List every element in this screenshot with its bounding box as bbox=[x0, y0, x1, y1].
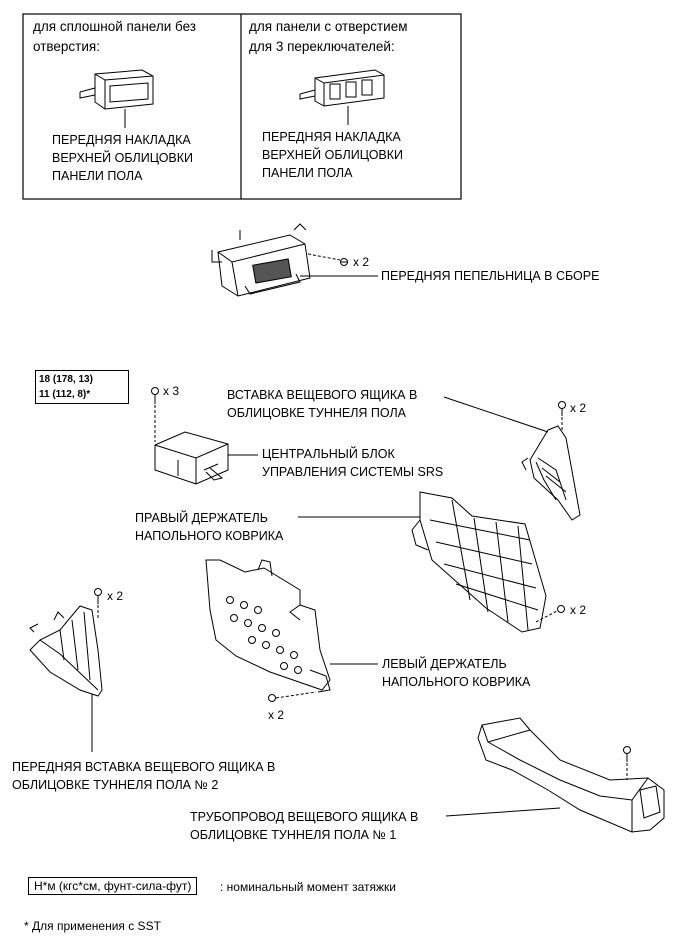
console-insert-screw-icon bbox=[558, 401, 566, 416]
legend-footnote: * Для применения с SST bbox=[24, 919, 161, 933]
srs-unit-label: ЦЕНТРАЛЬНЫЙ БЛОК УПРАВЛЕНИЯ СИСТЕМЫ SRS bbox=[262, 447, 444, 479]
ashtray-dashed-line bbox=[307, 253, 341, 261]
torque-spec-box: 18 (178, 13) 11 (112, 8)* bbox=[35, 370, 129, 404]
front-insert-part bbox=[29, 605, 103, 697]
srs-bolt-icon bbox=[151, 387, 159, 404]
left-holder-part bbox=[205, 559, 331, 693]
option-holes-part-label: ПЕРЕДНЯЯ НАКЛАДКА ВЕРХНЕЙ ОБЛИЦОВКИ ПАНЕ… bbox=[262, 130, 404, 180]
left-holder-label: ЛЕВЫЙ ДЕРЖАТЕЛЬ НАПОЛЬНОГО КОВРИКА bbox=[382, 657, 531, 689]
left-holder-clip-count: x 2 bbox=[268, 708, 285, 722]
front-insert-label: ПЕРЕДНЯЯ ВСТАВКА ВЕЩЕВОГО ЯЩИКА В ОБЛИЦО… bbox=[12, 760, 276, 792]
option-solid-part-label: ПЕРЕДНЯЯ НАКЛАДКА ВЕРХНЕЙ ОБЛИЦОВКИ ПАНЕ… bbox=[52, 133, 194, 183]
duct-part bbox=[477, 717, 665, 833]
left-holder-dashed-line bbox=[275, 691, 317, 699]
right-holder-clip-count: x 2 bbox=[570, 603, 587, 617]
console-insert-screw-count: x 2 bbox=[570, 401, 587, 415]
solid-panel-part bbox=[79, 69, 154, 110]
srs-unit-part bbox=[154, 431, 229, 485]
front-insert-screw-count: x 2 bbox=[107, 589, 124, 603]
ashtray-screw-count: x 2 bbox=[353, 255, 370, 269]
right-holder-clip-icon bbox=[557, 605, 565, 613]
console-insert-leader bbox=[443, 396, 549, 433]
duct-leader bbox=[445, 807, 561, 817]
duct-label: ТРУБОПРОВОД ВЕЩЕВОГО ЯЩИКА В ОБЛИЦОВКЕ Т… bbox=[190, 810, 419, 842]
duct-screw-icon bbox=[623, 746, 631, 762]
option-box-frame bbox=[22, 13, 462, 200]
front-insert-screw-icon bbox=[94, 588, 102, 604]
legend-unit-description: : номинальный момент затяжки bbox=[220, 880, 396, 894]
console-insert-label: ВСТАВКА ВЕЩЕВОГО ЯЩИКА В ОБЛИЦОВКЕ ТУННЕ… bbox=[227, 388, 418, 420]
srs-bolt-count: x 3 bbox=[163, 384, 180, 398]
right-holder-part bbox=[411, 491, 547, 633]
right-holder-label: ПРАВЫЙ ДЕРЖАТЕЛЬ НАПОЛЬНОГО КОВРИКА bbox=[135, 511, 284, 543]
ashtray-label: ПЕРЕДНЯЯ ПЕПЕЛЬНИЦА В СБОРЕ bbox=[381, 269, 600, 283]
left-holder-clip-icon bbox=[268, 694, 276, 702]
option-holes-title: для панели с отверстием для 3 переключат… bbox=[249, 19, 408, 54]
torque-spec-line1: 18 (178, 13) bbox=[39, 374, 93, 385]
ashtray-part bbox=[211, 223, 311, 297]
console-insert-part bbox=[521, 425, 581, 521]
switch-panel-part bbox=[299, 69, 385, 107]
torque-spec-line2: 11 (112, 8)* bbox=[39, 389, 91, 400]
option-solid-title: для сплошной панели без отверстия: bbox=[33, 19, 196, 54]
legend-unit-box: Н*м (кгс*см, фунт-сила-фут) bbox=[28, 877, 198, 895]
right-holder-dashed-line bbox=[535, 610, 558, 623]
ashtray-screw-icon bbox=[340, 258, 348, 266]
